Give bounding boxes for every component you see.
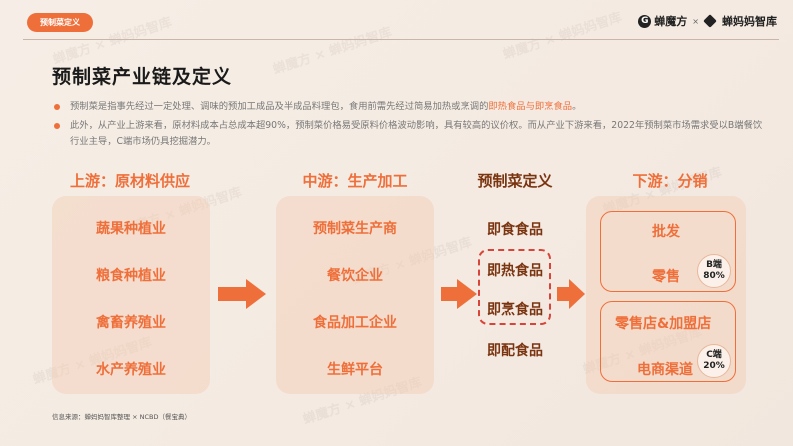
downstream-item: 零售店&加盟店 bbox=[615, 316, 712, 332]
midstream-item: 餐饮企业 bbox=[327, 268, 383, 284]
downstream-item: 零售 bbox=[652, 269, 680, 285]
highlight-text: 即热食品与即烹食品 bbox=[488, 101, 573, 112]
chanmofang-logo-icon: G bbox=[638, 14, 652, 28]
definition-heading: 预制菜定义 bbox=[477, 172, 553, 190]
definition-item: 即食食品 bbox=[487, 222, 543, 238]
definition-item: 即烹食品 bbox=[487, 302, 543, 318]
downstream-heading: 下游：分销 bbox=[632, 172, 708, 190]
bullet-dot-icon bbox=[54, 123, 60, 129]
bullet-list: 预制菜是指事先经过一定处理、调味的预加工成品及半成品料理包，食用前需先经过简易加… bbox=[50, 99, 770, 153]
upstream-heading: 上游：原材料供应 bbox=[69, 172, 190, 190]
watermark: 蝉魔方 × 蝉妈妈智库 bbox=[501, 10, 624, 63]
page-title: 预制菜产业链及定义 bbox=[52, 66, 233, 88]
midstream-panel: 预制菜生产商 餐饮企业 食品加工企业 生鲜平台 bbox=[276, 196, 434, 394]
midstream-item: 食品加工企业 bbox=[313, 315, 397, 331]
midstream-item: 生鲜平台 bbox=[327, 362, 383, 378]
upstream-item: 水产养殖业 bbox=[96, 362, 166, 378]
highlight-dashed-box bbox=[478, 249, 551, 325]
midstream-heading: 中游：生产加工 bbox=[302, 172, 408, 190]
definition-item: 即配食品 bbox=[487, 343, 543, 359]
flow-arrow-icon bbox=[218, 279, 268, 309]
bullet-dot-icon bbox=[54, 104, 60, 110]
b-side-group bbox=[600, 211, 736, 292]
brand-left: 蝉魔方 bbox=[654, 15, 688, 28]
downstream-item: 电商渠道 bbox=[637, 362, 693, 378]
header-divider bbox=[23, 39, 779, 40]
c-side-badge: C端 20% bbox=[697, 344, 731, 378]
upstream-item: 蔬果种植业 bbox=[96, 221, 166, 237]
flow-arrow-icon bbox=[441, 279, 477, 309]
chanmama-logo-icon bbox=[703, 14, 717, 28]
definition-item: 即热食品 bbox=[487, 263, 543, 279]
upstream-panel: 蔬果种植业 粮食种植业 禽畜养殖业 水产养殖业 bbox=[52, 196, 210, 394]
flow-arrow-icon bbox=[557, 279, 587, 309]
bullet-item: 预制菜是指事先经过一定处理、调味的预加工成品及半成品料理包，食用前需先经过简易加… bbox=[50, 99, 770, 115]
bullet-item: 此外，从产业上游来看，原材料成本占总成本超90%，预制菜价格易受原料价格波动影响… bbox=[50, 118, 770, 150]
brand-separator: × bbox=[692, 16, 699, 26]
section-tag: 预制菜定义 bbox=[27, 13, 93, 32]
downstream-item: 批发 bbox=[652, 224, 680, 240]
upstream-item: 禽畜养殖业 bbox=[96, 315, 166, 331]
brand-right: 蝉妈妈智库 bbox=[722, 15, 777, 28]
upstream-item: 粮食种植业 bbox=[96, 268, 166, 284]
source-note: 信息来源：蝉妈妈智库整理 × NCBD（餐宝典） bbox=[52, 413, 191, 421]
midstream-item: 预制菜生产商 bbox=[313, 221, 397, 237]
brand-logos: G 蝉魔方 × 蝉妈妈智库 bbox=[638, 13, 777, 29]
watermark: 蝉魔方 × 蝉妈妈智库 bbox=[271, 25, 394, 78]
b-side-badge: B端 80% bbox=[697, 254, 731, 288]
c-side-group bbox=[600, 301, 736, 382]
